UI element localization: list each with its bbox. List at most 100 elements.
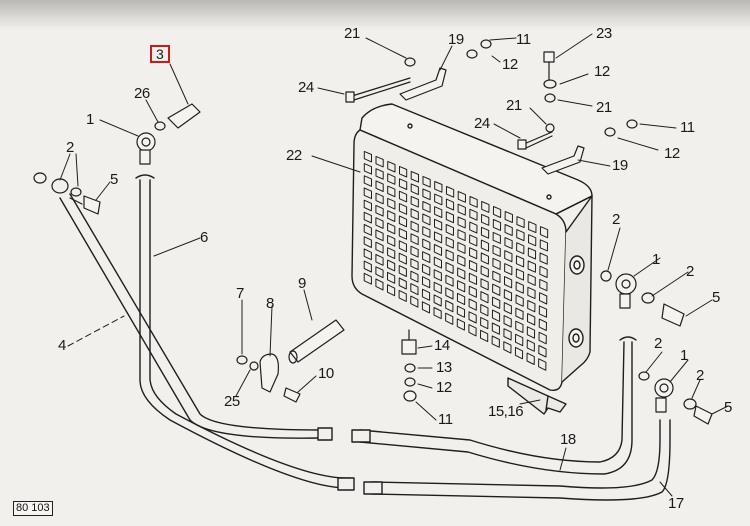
grille-cell xyxy=(422,213,431,226)
grille-cell xyxy=(445,274,454,287)
grille-cell xyxy=(492,206,502,218)
grille-cell xyxy=(363,272,372,285)
grille-cell xyxy=(516,216,525,229)
grille-cell xyxy=(457,254,466,267)
grille-cell xyxy=(539,265,548,278)
callout-label: 2 xyxy=(66,139,74,156)
grille-cell xyxy=(492,296,501,309)
scan-top-edge xyxy=(0,0,750,30)
grille-cell xyxy=(363,150,372,163)
grille-cell xyxy=(504,237,513,250)
grille-cell xyxy=(539,252,548,265)
grille-cell xyxy=(468,285,477,298)
callout-label: 23 xyxy=(596,25,612,42)
grille-cell xyxy=(433,231,443,244)
grille-cell xyxy=(421,288,431,301)
grille-cell xyxy=(398,215,408,228)
grille-cell xyxy=(398,240,407,253)
grille-cell xyxy=(410,295,419,308)
grille-cell xyxy=(514,346,524,360)
callout-label: 12 xyxy=(436,379,452,396)
grille-cell xyxy=(375,155,384,168)
grille-cell xyxy=(492,257,501,270)
grille-cell xyxy=(445,312,454,325)
grille-cell xyxy=(457,280,466,293)
grille-cell xyxy=(480,239,490,252)
callout-label: 24 xyxy=(474,115,490,132)
grille-cell xyxy=(422,238,431,251)
grille-cell xyxy=(410,220,419,233)
grille-cell xyxy=(503,302,512,315)
diagram-code-label: 80 103 xyxy=(13,501,53,516)
grille-cell xyxy=(363,199,372,212)
grille-cell xyxy=(480,265,489,278)
grille-cell xyxy=(433,256,442,269)
grille-cell xyxy=(481,213,490,226)
grille-cell xyxy=(399,165,408,178)
grille-cell xyxy=(422,201,431,213)
callout-label: 5 xyxy=(110,171,118,188)
grille-cell xyxy=(363,211,372,224)
grille-cell xyxy=(469,221,478,234)
grille-cell xyxy=(492,283,501,296)
grille-cell xyxy=(538,345,547,358)
grille-cell xyxy=(528,221,537,234)
callout-label: 6 xyxy=(200,229,208,246)
callout-label: 11 xyxy=(438,411,453,428)
grille-cell xyxy=(387,197,396,210)
grille-cell xyxy=(387,247,396,260)
grille-cell xyxy=(492,244,501,257)
grille-cell xyxy=(538,358,547,371)
grille-cell xyxy=(468,324,477,337)
callout-label: 10 xyxy=(318,365,334,382)
callout-label: 14 xyxy=(434,337,450,354)
grille-cell xyxy=(527,313,536,326)
grille-cell xyxy=(503,341,512,354)
grille-cell xyxy=(468,298,477,311)
grille-cell xyxy=(526,326,536,339)
grille-cell xyxy=(375,278,384,291)
grille-cell xyxy=(375,229,384,242)
grille-cell xyxy=(480,329,489,343)
callout-label: 2 xyxy=(612,211,620,228)
grille-cell xyxy=(516,229,525,242)
grille-cell xyxy=(422,188,431,201)
grille-cell xyxy=(480,252,489,265)
grille-cell xyxy=(387,222,396,235)
grille-cell xyxy=(398,252,407,265)
grille-cell xyxy=(363,248,372,261)
grille-cell xyxy=(457,267,466,280)
highlighted-callout-box[interactable]: 3 xyxy=(150,45,170,63)
grille-cell xyxy=(434,193,443,206)
grille-cell xyxy=(491,322,500,335)
grille-cell xyxy=(363,224,372,236)
callout-label: 9 xyxy=(298,275,306,292)
callout-label: 13 xyxy=(436,359,452,376)
grille-cell xyxy=(375,254,384,266)
grille-cell xyxy=(527,273,536,286)
grille-cell xyxy=(457,241,466,254)
callout-label: 26 xyxy=(134,85,150,102)
callout-label: 22 xyxy=(286,147,302,164)
grille-cell xyxy=(445,262,454,274)
grille-cell xyxy=(504,263,513,276)
grille-cell xyxy=(504,211,513,223)
grille-cell xyxy=(375,180,384,192)
grille-cell xyxy=(363,260,372,273)
callout-label: 2 xyxy=(686,263,694,280)
grille-cell xyxy=(434,181,443,193)
grille-cell xyxy=(410,245,419,258)
grille-cell xyxy=(387,185,396,198)
grille-cell xyxy=(456,318,465,331)
grille-cell xyxy=(445,224,454,236)
callout-label: 15,16 xyxy=(488,403,524,420)
grille-cell xyxy=(480,226,490,239)
grille-cell xyxy=(363,236,372,248)
grille-cell xyxy=(410,183,419,196)
callout-label: 21 xyxy=(506,97,522,114)
leader-lines xyxy=(59,33,729,497)
grille-cell xyxy=(515,294,524,307)
grille-cell xyxy=(492,219,502,231)
grille-cell xyxy=(539,292,548,305)
grille-cell xyxy=(526,339,535,352)
